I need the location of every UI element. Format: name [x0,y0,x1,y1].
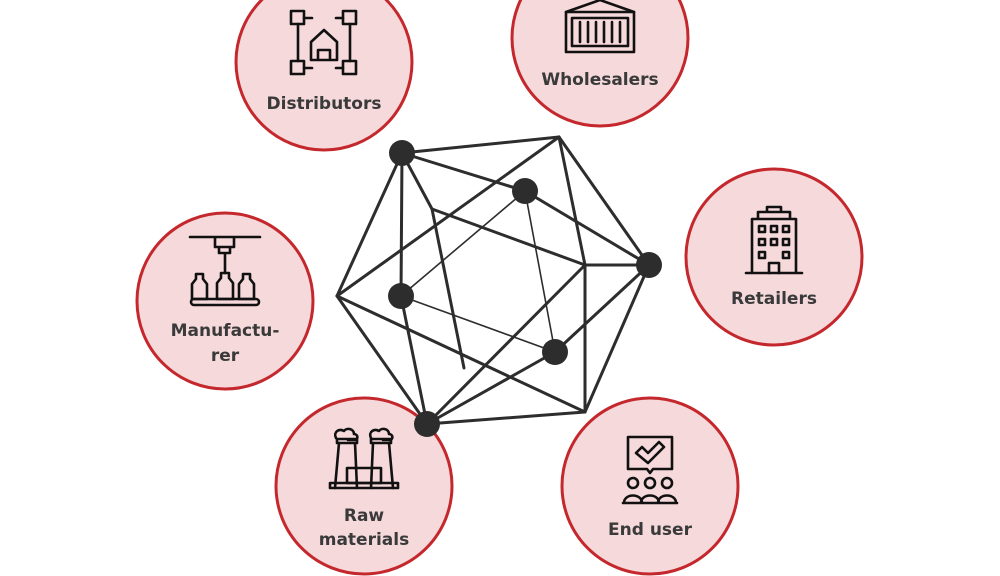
office-building-icon [744,205,804,275]
stage-retailers: Retailers [684,167,864,347]
stage-wholesalers: Wholesalers [510,0,690,128]
network-node [636,252,662,278]
stage-manufacturer: Manufactu- rer [135,211,315,391]
stage-label: Raw [344,506,385,526]
users-approval-icon [621,435,679,505]
shipping-container-icon [564,0,636,54]
stage-distributors: Distributors [234,0,414,152]
network-edges-back [400,190,556,353]
network-node [512,178,538,204]
factory-icon [328,427,400,490]
network-node [388,283,414,309]
network-node [414,411,440,437]
stage-label: Retailers [731,289,817,309]
stage-label: Manufactu- [171,321,280,341]
production-line-icon [188,235,262,307]
warehouse-network-icon [289,9,358,76]
stage-raw-materials: Raw materials [274,396,454,576]
network-node [542,339,568,365]
network-nodes [388,140,662,437]
stage-label: rer [211,346,240,366]
stage-end-user: End user [560,396,740,576]
network-node [389,140,415,166]
stage-label: materials [319,530,409,550]
network-graph [335,135,662,437]
stage-label: Wholesalers [541,70,658,90]
network-edges-front [335,135,651,426]
stage-label: Distributors [267,94,382,114]
stage-label: End user [608,520,693,540]
